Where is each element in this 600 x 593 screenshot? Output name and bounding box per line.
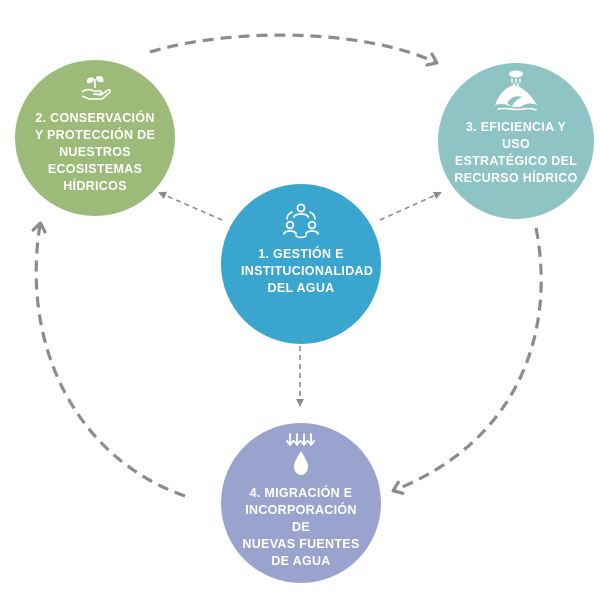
edge-eficiencia-to-migracion (391, 227, 543, 495)
node-eficiencia: 3. EFICIENCIA Y USO ESTRATÉGICO DEL RECU… (438, 63, 594, 219)
node-gestion-label: 1. GESTIÓN E INSTITUCIONALIDAD DEL AGUA (241, 247, 374, 295)
edge-conservacion-to-eficiencia (149, 33, 439, 67)
edge-gestion-to-conservacion (158, 191, 223, 221)
node-conservacion-label: 2. CONSERVACIÓN Y PROTECCIÓN DE NUESTROS… (34, 111, 156, 193)
node-eficiencia-label: 3. EFICIENCIA Y USO ESTRATÉGICO DEL RECU… (454, 120, 578, 185)
node-conservacion: 2. CONSERVACIÓN Y PROTECCIÓN DE NUESTROS… (15, 60, 175, 216)
edge-migracion-to-conservacion (31, 221, 186, 498)
hand-plant-icon (81, 75, 111, 100)
water-drop-arrows-icon (286, 433, 315, 475)
node-migracion: 4. MIGRACIÓN E INCORPORACIÓN DE NUEVAS F… (221, 423, 381, 583)
mountain-rain-icon (495, 70, 537, 111)
node-migracion-label: 4. MIGRACIÓN E INCORPORACIÓN DE NUEVAS F… (242, 486, 360, 568)
node-gestion: 1. GESTIÓN E INSTITUCIONALIDAD DEL AGUA (221, 184, 381, 344)
edge-gestion-to-eficiencia (379, 191, 442, 221)
people-network-icon (283, 203, 319, 239)
